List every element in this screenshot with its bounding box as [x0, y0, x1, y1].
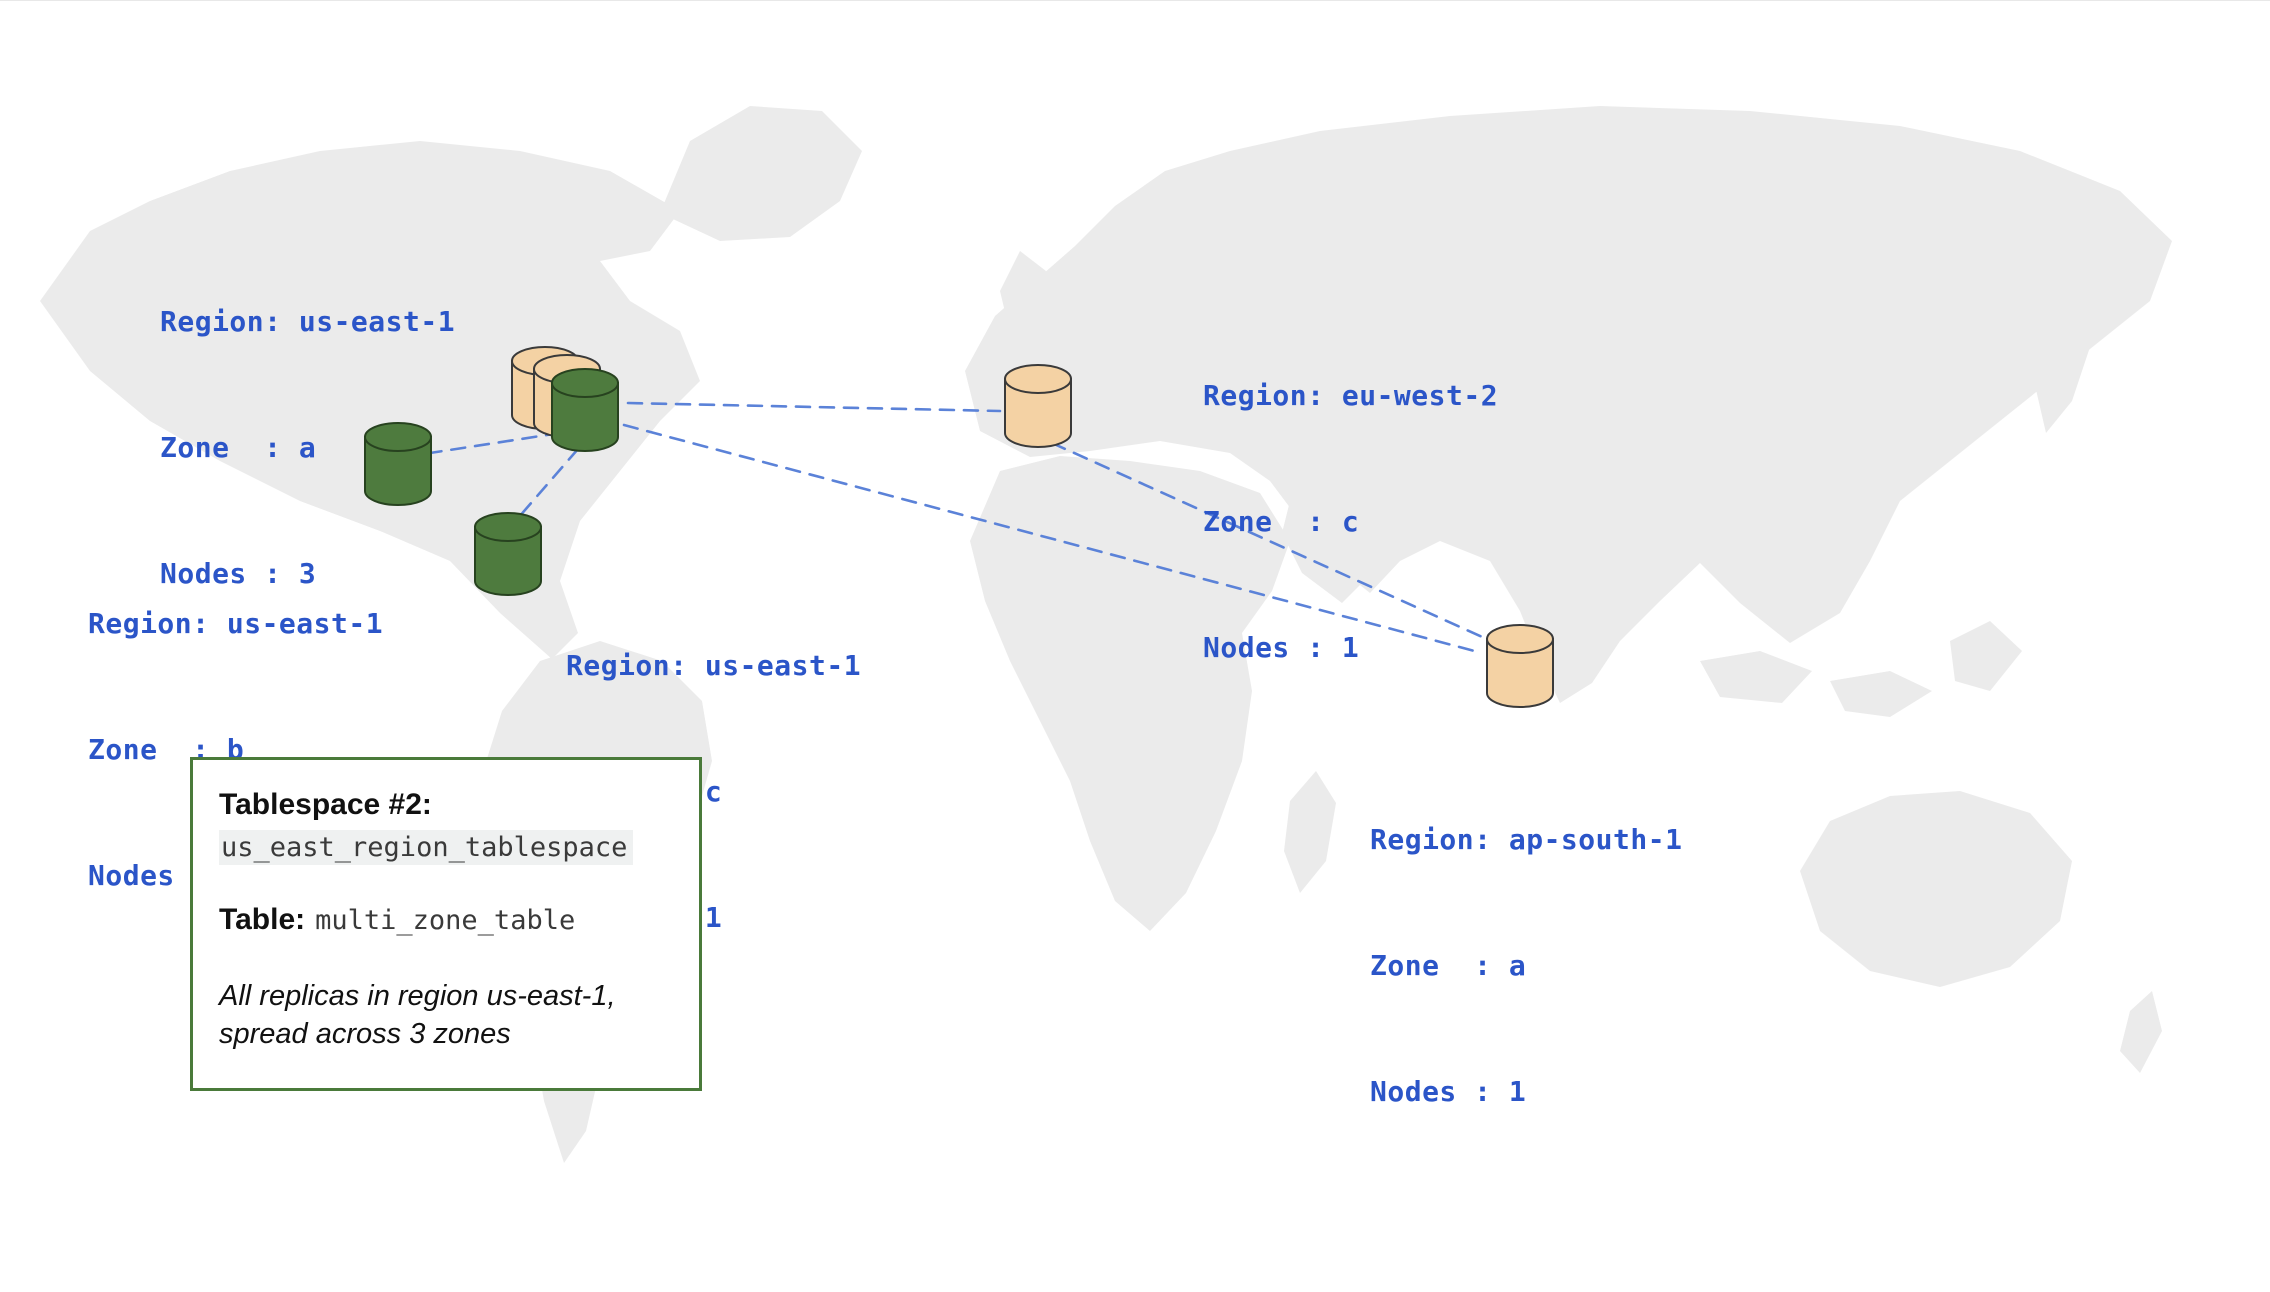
link-cluster-to-zone-c: [510, 447, 580, 527]
island-greenland: [660, 106, 862, 241]
tablespace-title: Tablespace #2:: [219, 788, 432, 821]
node-label-ap-south-1a: Region: ap-south-1 Zone : a Nodes : 1: [1370, 735, 1682, 1197]
database-cylinder-us-east-1c: [474, 512, 542, 596]
label-region-line: Region: eu-west-2: [1203, 379, 1499, 412]
replica-note-line-2: spread across 3 zones: [219, 1018, 511, 1050]
node-label-us-east-1a: Region: us-east-1 Zone : a Nodes : 3: [160, 217, 455, 679]
label-zone-line: Zone : c: [1203, 505, 1360, 538]
label-zone-line: Zone : a: [160, 431, 317, 464]
link-cluster-to-eu-west: [626, 401, 1002, 413]
island-indonesia-3: [1950, 621, 2022, 691]
label-region-line: Region: us-east-1: [566, 649, 862, 682]
continent-africa: [970, 456, 1290, 931]
continent-eurasia: [965, 106, 2172, 703]
continent-australia: [1800, 791, 2072, 987]
label-nodes-line: Nodes : 3: [160, 557, 317, 590]
tablespace-info-box: Tablespace #2: us_east_region_tablespace…: [190, 757, 702, 1091]
link-cluster-to-ap-south: [622, 423, 1484, 655]
replica-note: All replicas in region us-east-1, spread…: [219, 977, 673, 1053]
database-cylinder-eu-west-2c: [1004, 364, 1072, 448]
label-region-line: Region: ap-south-1: [1370, 823, 1683, 856]
label-nodes-line: Nodes : 1: [1203, 631, 1360, 664]
node-label-eu-west-2c: Region: eu-west-2 Zone : c Nodes : 1: [1203, 291, 1498, 753]
island-indonesia-1: [1700, 651, 1812, 703]
table-row: Table: multi_zone_table: [219, 903, 673, 937]
database-cylinder-us-east-1a: [551, 368, 619, 452]
table-label: Table:: [219, 903, 306, 936]
island-indonesia-2: [1830, 671, 1932, 717]
table-name: multi_zone_table: [315, 905, 576, 936]
label-zone-line: Zone : a: [1370, 949, 1527, 982]
island-madagascar: [1284, 771, 1336, 893]
island-new-zealand: [2120, 991, 2162, 1073]
replica-note-line-1: All replicas in region us-east-1,: [219, 980, 616, 1012]
label-region-line: Region: us-east-1: [160, 305, 456, 338]
arabian-peninsula: [1282, 471, 1402, 603]
island-japan: [2034, 301, 2092, 433]
label-nodes-line: Nodes : 1: [1370, 1075, 1527, 1108]
tablespace-name: us_east_region_tablespace: [219, 830, 634, 865]
database-cylinder-ap-south-1a: [1486, 624, 1554, 708]
label-region-line: Region: us-east-1: [88, 607, 384, 640]
database-cylinder-us-east-1b: [364, 422, 432, 506]
link-eu-west-to-ap-south: [1050, 441, 1502, 647]
